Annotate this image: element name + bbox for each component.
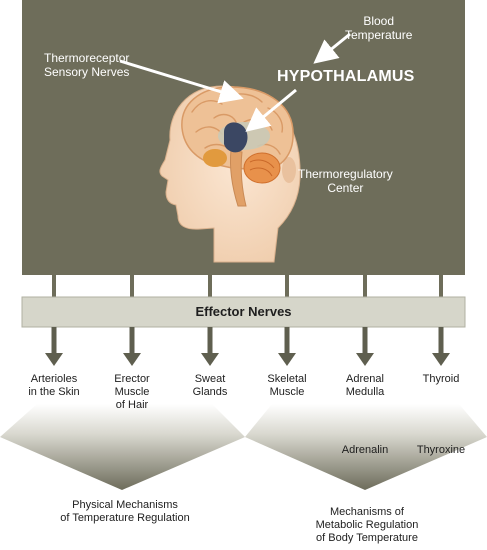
blood-temperature-label: Blood Temperature <box>345 14 413 43</box>
effector-label-thyroid: Thyroid <box>422 373 460 385</box>
physical-mechanisms-label: Physical Mechanisms of Temperature Regul… <box>60 499 190 524</box>
effector-arrow <box>45 327 63 366</box>
connector-line <box>130 275 134 297</box>
effector-label-skeletal-muscle: Skeletal Muscle <box>267 373 307 398</box>
effector-label-sweat-glands: Sweat Glands <box>192 373 228 398</box>
panel-connectors <box>52 275 443 297</box>
metabolic-mechanisms-label: Mechanisms of Metabolic Regulation of Bo… <box>315 506 419 544</box>
hypothalamus-region <box>224 122 248 153</box>
connector-line <box>363 275 367 297</box>
connector-line <box>285 275 289 297</box>
connector-line <box>208 275 212 297</box>
effector-label-erector-muscle: Erector Muscle of Hair <box>114 373 150 411</box>
blood-temperature-arrow <box>313 32 351 64</box>
effector-arrow <box>356 327 374 366</box>
thermoreceptor-arrow <box>119 59 244 104</box>
metabolic-mechanisms-chevron <box>245 404 487 490</box>
hypothalamus-label: HYPOTHALAMUS <box>277 68 415 85</box>
effector-label-arterioles: Arterioles in the Skin <box>28 373 80 398</box>
effector-nerves-label: Effector Nerves <box>195 304 292 319</box>
physical-mechanisms-chevron <box>0 404 245 490</box>
connector-line <box>439 275 443 297</box>
effector-label-adrenal-medulla: Adrenal Medulla <box>345 373 385 398</box>
effector-arrows <box>45 327 450 366</box>
effector-arrow <box>201 327 219 366</box>
effector-nerves-bar <box>21 296 466 328</box>
effector-arrow <box>278 327 296 366</box>
effector-arrow <box>432 327 450 366</box>
hormone-label-thyroxine: Thyroxine <box>416 444 466 456</box>
connector-line <box>52 275 56 297</box>
effector-arrow <box>123 327 141 366</box>
hormone-label-adrenalin: Adrenalin <box>341 444 389 456</box>
hypothalamus-arrow <box>245 88 297 132</box>
thermoreceptor-label: Thermoreceptor Sensory Nerves <box>44 51 130 80</box>
thermoregulatory-center-label: Thermoregulatory Center <box>298 167 393 196</box>
